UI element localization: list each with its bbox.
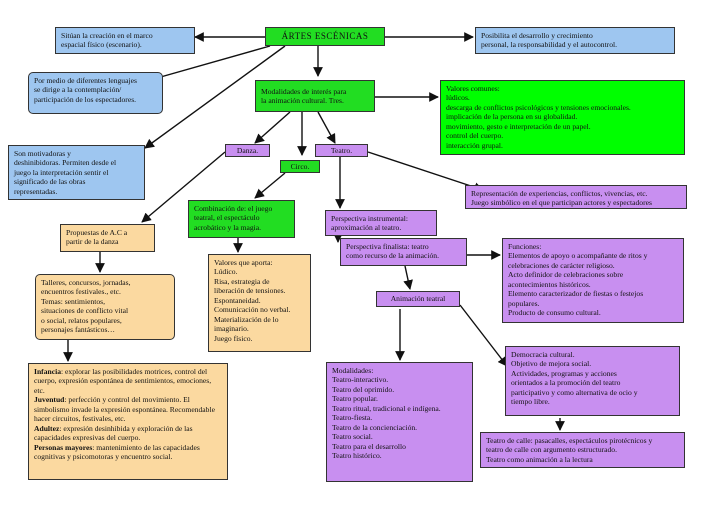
node-perspectiva-instrumental: Perspectiva instrumental: aproximación a…	[325, 210, 437, 236]
node-valores-comunes: Valores comunes: lúdicos. descarga de co…	[440, 80, 685, 155]
node-teatro: Teatro.	[315, 144, 368, 157]
node-circo: Circo.	[280, 160, 320, 173]
arrow-artes-sonmotivadoras	[144, 45, 286, 149]
node-animacion-teatral: Animación teatral	[376, 291, 460, 307]
etapa-juventud-label: Juventud	[34, 395, 65, 405]
node-modalidades-teatro: Modalidades: Teatro-interactivo. Teatro …	[326, 362, 473, 482]
arrow-modalidades-danza	[254, 111, 291, 144]
etapa-adultez: Adultez: expresión desinhibida y explora…	[34, 424, 222, 443]
etapa-mayores-text: : mantenimiento de las capacidades cogni…	[34, 442, 200, 462]
node-artes-escenicas: ÁRTES ESCÉNICAS	[265, 27, 385, 46]
node-son-motivadoras: Son motivadoras y deshinibidoras. Permit…	[8, 145, 145, 200]
etapa-infancia-text: : explorar las posibilidades motrices, c…	[34, 367, 212, 395]
node-por-medio: Por medio de diferentes lenguajes se dir…	[28, 72, 163, 114]
node-sitian: Sitúan la creación en el marco espacial …	[55, 27, 195, 54]
arrow-artes-pormedio	[149, 45, 271, 83]
etapa-mayores: Personas mayores: mantenimiento de las c…	[34, 443, 222, 462]
node-combinacion: Combinación de: el juego teatral, el esp…	[188, 200, 295, 238]
arrow-modalidades-teatro	[317, 111, 336, 144]
node-talleres: Talleres, concursos, jornadas, encuentro…	[35, 274, 175, 340]
node-propuestas: Propuestas de A.C a partir de la danza	[60, 224, 155, 252]
node-etapas: Infancia: explorar las posibilidades mot…	[28, 363, 228, 480]
etapa-juventud-text: : perfección y control del movimiento. E…	[34, 395, 215, 424]
node-funciones: Funciones: Elementos de apoyo o acompaña…	[502, 238, 684, 323]
node-teatro-calle: Teatro de calle: pasacalles, espectáculo…	[480, 432, 685, 468]
node-representacion: Representación de experiencias, conflict…	[465, 185, 687, 209]
arrow-animacion-democracia	[459, 304, 508, 367]
etapa-adultez-text: : expresión desinhibida y exploración de…	[34, 423, 193, 443]
node-perspectiva-finalista: Perspectiva finalista: teatro como recur…	[340, 238, 467, 266]
etapa-infancia-label: Infancia	[34, 367, 62, 376]
etapa-infancia: Infancia: explorar las posibilidades mot…	[34, 367, 222, 395]
etapa-juventud: Juventud: perfección y control del movim…	[34, 395, 222, 423]
arrow-circo-combinacion	[254, 172, 286, 199]
arrow-danza-propuestas	[141, 151, 226, 223]
etapa-mayores-label: Personas mayores	[34, 442, 93, 452]
node-danza: Danza.	[225, 144, 270, 157]
etapa-adultez-label: Adultez	[34, 423, 60, 433]
arrow-teatro-representacion	[367, 151, 484, 192]
node-modalidades-interes: Modalidades de interés para la animación…	[255, 80, 375, 112]
arrow-finalista-animacion	[403, 265, 413, 290]
node-valores-aporta: Valores que aporta: Lúdico. Risa, estrat…	[208, 254, 311, 352]
node-posibilita: Posibilita el desarrollo y crecimiento p…	[475, 27, 675, 54]
node-democracia: Democracia cultural. Objetivo de mejora …	[505, 346, 680, 416]
